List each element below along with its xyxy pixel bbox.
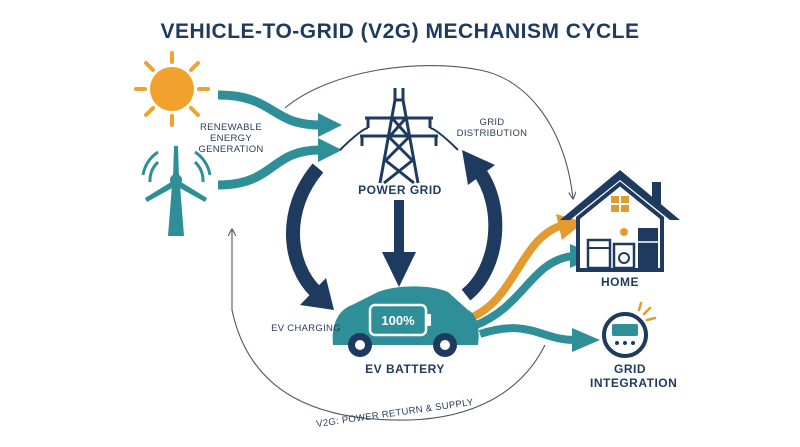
renewable-label: RENEWABLE ENERGY GENERATION bbox=[198, 122, 264, 155]
ev-to-home-teal-arrow bbox=[472, 252, 573, 330]
ev-to-grid-integration-arrow bbox=[478, 324, 576, 344]
wind-flow-arrow bbox=[217, 145, 321, 190]
car-icon bbox=[332, 286, 479, 357]
grid-distribution-label: GRID DISTRIBUTION bbox=[456, 117, 528, 139]
ev-to-grid-arrow bbox=[461, 165, 503, 301]
sun-icon bbox=[134, 51, 210, 127]
grid-integration-label: GRID INTEGRATION bbox=[590, 362, 678, 390]
ev-charging-label: EV CHARGING bbox=[271, 323, 341, 334]
grid-to-ev-arrow bbox=[286, 163, 324, 298]
grid-distribution-arc bbox=[284, 65, 573, 198]
grid-meter-icon bbox=[602, 301, 657, 358]
ev-battery-label: EV BATTERY bbox=[365, 362, 445, 376]
ev-to-home-orange-arrow bbox=[468, 222, 562, 322]
power-tower-icon bbox=[339, 88, 459, 185]
solar-flow-arrow bbox=[217, 90, 321, 130]
page-title: VEHICLE-TO-GRID (V2G) MECHANISM CYCLE bbox=[160, 20, 640, 43]
battery-level: 100% bbox=[381, 313, 415, 328]
wind-turbine-icon bbox=[141, 146, 212, 236]
power-grid-label: POWER GRID bbox=[358, 183, 442, 197]
house-icon bbox=[560, 170, 680, 272]
v2g-return-arc bbox=[232, 230, 546, 421]
home-label: HOME bbox=[601, 275, 639, 289]
grid-down-arrow bbox=[394, 200, 404, 254]
